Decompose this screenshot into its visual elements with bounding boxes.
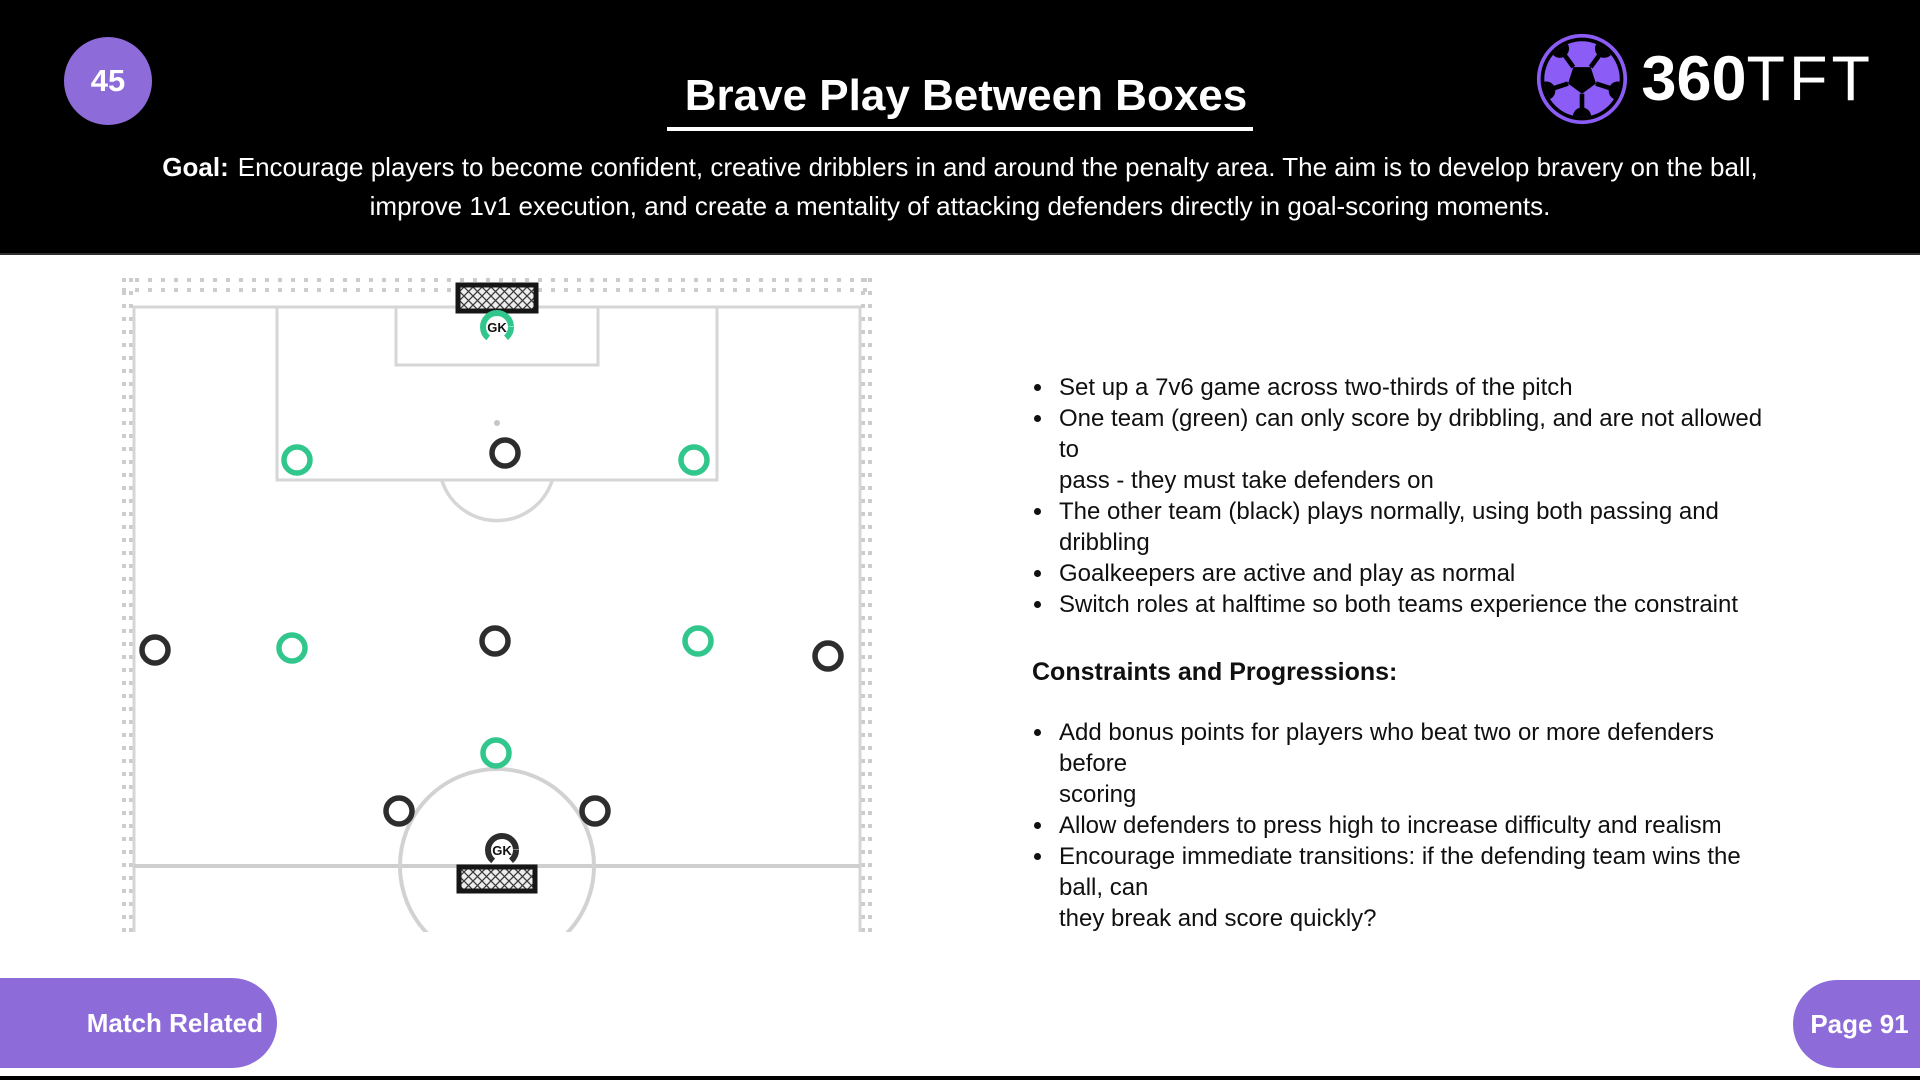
header-banner: 45 Brave Play Between Boxes Goal: Encoura… [0, 0, 1920, 255]
brand-logo: 360TFT [1536, 33, 1874, 125]
bullet-item: Switch roles at halftime so both teams e… [1055, 589, 1788, 620]
penalty-arc [440, 480, 554, 523]
bullet-item: Allow defenders to press high to increas… [1055, 810, 1788, 841]
player-black [139, 634, 171, 666]
brand-tft: TFT [1746, 44, 1874, 114]
session-number-badge: 45 [64, 37, 152, 125]
bullet-item: The other team (black) plays normally, u… [1055, 496, 1788, 558]
bullet-item: Set up a 7v6 game across two-thirds of t… [1055, 372, 1788, 403]
player-black-gk [485, 833, 519, 867]
goal-top [455, 282, 539, 314]
pitch-svg: GK GK [132, 282, 862, 932]
player-green [281, 444, 313, 476]
player-green [276, 632, 308, 664]
gk-label: GK [492, 843, 512, 858]
dashed-border-right [868, 278, 872, 932]
goal-inner: Goal: Encourage players to become confide… [162, 148, 1757, 226]
dashed-border-top [122, 278, 872, 282]
category-label: Match Related [86, 1007, 263, 1038]
setup-list: Set up a 7v6 game across two-thirds of t… [1032, 372, 1788, 620]
gk-label: GK [487, 320, 507, 335]
category-pill: Match Related [0, 978, 277, 1068]
page-number-pill: Page 91 [1793, 980, 1920, 1068]
player-black [812, 640, 844, 672]
soccer-ball-icon [1537, 33, 1628, 125]
player-black [383, 795, 415, 827]
players-group: GK GK [139, 310, 844, 867]
title-wrap: Brave Play Between Boxes [0, 71, 1920, 132]
brand-360: 360 [1641, 44, 1747, 114]
page-number-label: Page 91 [1810, 1008, 1909, 1039]
player-black [489, 437, 521, 469]
brand-wordmark: 360TFT [1641, 34, 1874, 124]
bullet-item: Add bonus points for players who beat tw… [1055, 717, 1788, 810]
player-green [682, 625, 714, 657]
progressions-list: Add bonus points for players who beat tw… [1032, 717, 1788, 934]
bullet-item: Goalkeepers are active and play as norma… [1055, 558, 1788, 589]
penalty-spot [494, 420, 500, 426]
bottom-bar [0, 1076, 1920, 1080]
goal-statement: Goal: Encourage players to become confide… [0, 148, 1920, 226]
goal-label: Goal: [162, 152, 229, 182]
player-black [479, 625, 511, 657]
dashed-border-left-inner [129, 278, 133, 932]
player-green [678, 444, 710, 476]
progressions-heading: Constraints and Progressions: [1032, 658, 1398, 686]
pitch-diagram: GK GK [122, 278, 872, 932]
goal-text: Encourage players to become confident, c… [237, 152, 1758, 221]
player-green [480, 737, 512, 769]
goal-bottom [456, 864, 538, 894]
player-green-gk [480, 310, 514, 344]
instructions-panel: Set up a 7v6 game across two-thirds of t… [1032, 372, 1788, 934]
player-black [579, 795, 611, 827]
bullet-item: Encourage immediate transitions: if the … [1055, 841, 1788, 934]
page-title: Brave Play Between Boxes [666, 71, 1254, 132]
centre-circle [398, 767, 596, 932]
dashed-border-left [122, 278, 126, 932]
dashed-border-right-inner [861, 278, 865, 932]
session-number: 45 [90, 63, 126, 98]
bullet-item: One team (green) can only score by dribb… [1055, 403, 1788, 496]
